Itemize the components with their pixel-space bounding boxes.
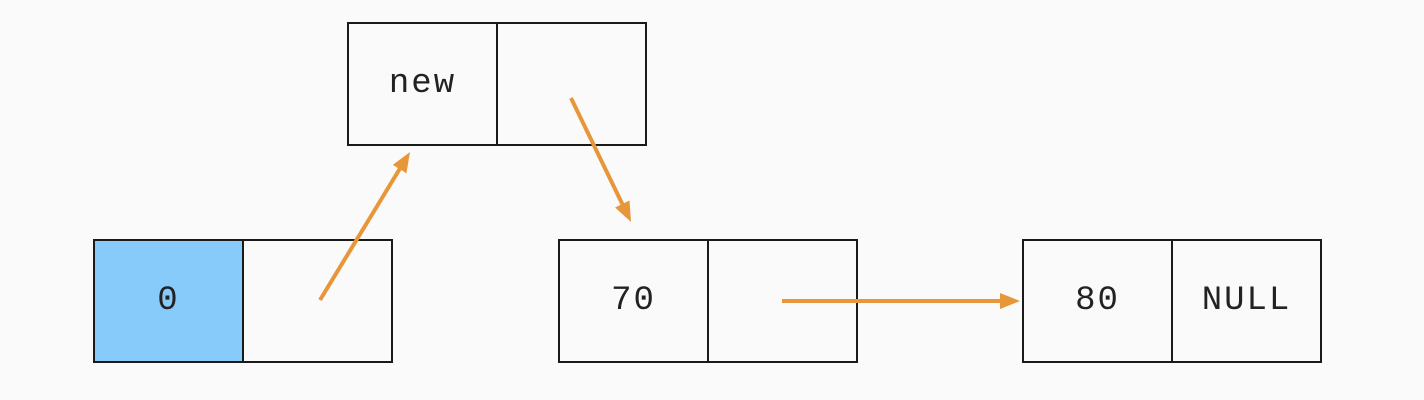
linked-list-node-head: 0 <box>93 239 393 363</box>
arrowhead-n70-to-n80 <box>1000 293 1020 309</box>
node-pointer-cell <box>244 239 393 363</box>
linked-list-node-70: 70 <box>558 239 858 363</box>
node-data-cell: 70 <box>558 239 709 363</box>
linked-list-node-new: new <box>347 22 647 146</box>
node-pointer-cell <box>709 239 858 363</box>
linked-list-node-80: 80 NULL <box>1022 239 1322 363</box>
node-pointer-cell: NULL <box>1173 239 1322 363</box>
node-data-cell: new <box>347 22 498 146</box>
node-data-cell: 0 <box>93 239 244 363</box>
arrowhead-new-to-n70 <box>615 200 631 222</box>
node-pointer-cell <box>498 22 647 146</box>
arrowhead-head-to-new <box>392 152 410 174</box>
node-data-cell: 80 <box>1022 239 1173 363</box>
